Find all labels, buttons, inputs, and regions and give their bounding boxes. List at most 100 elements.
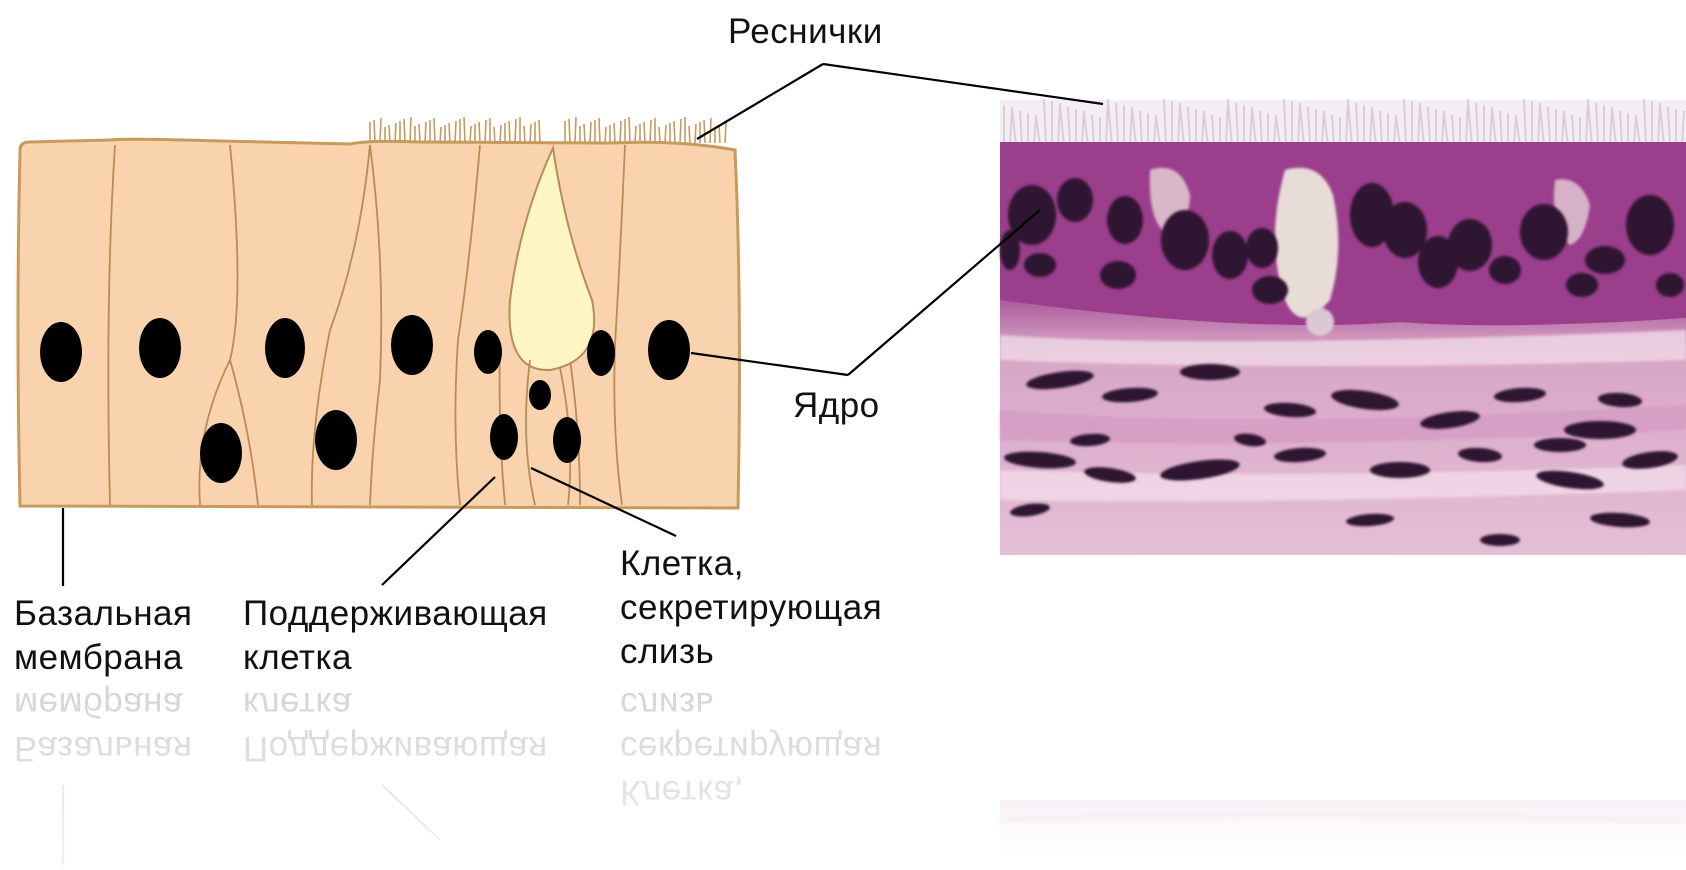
nucleus (474, 330, 502, 374)
micrograph-nucleus (1520, 204, 1568, 260)
cilia-leader-left (697, 64, 823, 139)
nucleus-label: Ядро (793, 384, 880, 428)
nucleus (648, 320, 690, 380)
reflection-text: секретирующая (620, 726, 882, 770)
micrograph-stromal-nucleus (1180, 364, 1240, 380)
cilium (704, 120, 705, 143)
cilium (449, 123, 450, 143)
nucleus (139, 318, 181, 378)
micrograph-nucleus (1246, 228, 1278, 268)
cilia-label: Реснички (728, 10, 883, 54)
label-reflection-goblet: слизь секретирующая Клетка, (620, 682, 882, 814)
reflection-text: клетка (243, 682, 548, 726)
cilium (695, 124, 696, 143)
label-reflection-support: клетка Поддерживающая (243, 682, 548, 770)
cilium (434, 118, 435, 143)
cilium (380, 118, 381, 143)
cilium (404, 119, 405, 143)
nucleus (529, 380, 551, 410)
micrograph-nucleus (1212, 231, 1248, 279)
reflection-text: Клетка, (620, 770, 882, 814)
cilium (479, 122, 480, 143)
nucleus (265, 318, 305, 378)
cilium (500, 125, 501, 143)
cilium (419, 124, 420, 143)
micrograph-nucleus (1057, 178, 1093, 222)
micrograph-nucleus (1489, 256, 1521, 284)
micrograph-nucleus (1024, 253, 1056, 277)
cilium (485, 120, 486, 143)
micrograph-nucleus (1448, 219, 1492, 271)
cilium (614, 123, 615, 143)
supporting-cell-line1: Поддерживающая (243, 592, 548, 636)
cilium (455, 121, 456, 143)
cilium (464, 117, 465, 143)
cilium (584, 124, 585, 143)
cilium (650, 120, 651, 143)
supporting-cell-label: Поддерживающая клетка (243, 592, 548, 680)
cilium (689, 126, 690, 143)
reflection-text: Базальная (14, 726, 192, 770)
cilium (719, 125, 720, 143)
cilium (620, 121, 621, 143)
micrograph-nucleus (1566, 273, 1598, 297)
cilium (440, 127, 441, 143)
micrograph-reflection (1000, 800, 1686, 865)
cilium (494, 127, 495, 143)
label-reflection-basal: мембрана Базальная (14, 682, 192, 770)
reflection-lines (63, 785, 440, 865)
micrograph-nucleus (1100, 261, 1136, 289)
micrograph-epithelium (1000, 142, 1686, 325)
micrograph-nucleus (1626, 195, 1674, 255)
cilium (665, 125, 666, 143)
micrograph-nucleus (1161, 210, 1209, 270)
cilium (725, 123, 726, 143)
micrograph-nucleus (1252, 276, 1288, 304)
micrograph-nucleus (1585, 246, 1625, 274)
cilium (629, 117, 630, 143)
micrograph (1000, 99, 1686, 865)
reflection-text: слизь (620, 682, 882, 726)
cilium (374, 120, 375, 143)
reflection-text: мембрана (14, 682, 192, 726)
micrograph-stromal-nucleus (1534, 438, 1586, 452)
goblet-cell-line2: секретирующая (620, 586, 882, 630)
nucleus (553, 417, 581, 463)
goblet-cell-line1: Клетка, (620, 542, 882, 586)
cilia-leader-right (823, 64, 1103, 104)
cilium (590, 122, 591, 143)
cilium (509, 121, 510, 143)
micrograph-nucleus (1107, 196, 1143, 244)
cilium (674, 121, 675, 143)
cilia-drawing (370, 117, 726, 143)
cilium (599, 118, 600, 143)
micrograph-stromal-nucleus (1564, 421, 1636, 439)
micrograph-stromal-nucleus (1370, 462, 1430, 478)
cilium (575, 117, 576, 143)
epithelium-diagram (18, 117, 739, 508)
cilium (470, 126, 471, 143)
reflection-text: Поддерживающая (243, 726, 548, 770)
nucleus (40, 322, 82, 382)
cilium (569, 119, 570, 143)
goblet-cell-line3: слизь (620, 630, 882, 674)
basal-membrane-line2: мембрана (14, 636, 192, 680)
micrograph-nucleus (1656, 273, 1684, 297)
cilium (659, 127, 660, 143)
cilium (539, 120, 540, 143)
cilium (425, 122, 426, 143)
cilium (410, 117, 411, 143)
basal-membrane-label: Базальная мембрана (14, 592, 192, 680)
micrograph-stromal-nucleus (1480, 534, 1520, 546)
cilium (515, 119, 516, 143)
goblet-cell-label: Клетка, секретирующая слизь (620, 542, 882, 674)
cilium (680, 119, 681, 143)
cell-layer (18, 139, 739, 508)
nucleus (200, 423, 242, 483)
micrograph-nucleus (1383, 202, 1427, 258)
supporting-cell-line2: клетка (243, 636, 548, 680)
basal-membrane-line1: Базальная (14, 592, 192, 636)
nucleus (490, 414, 518, 460)
cilium (524, 126, 525, 143)
